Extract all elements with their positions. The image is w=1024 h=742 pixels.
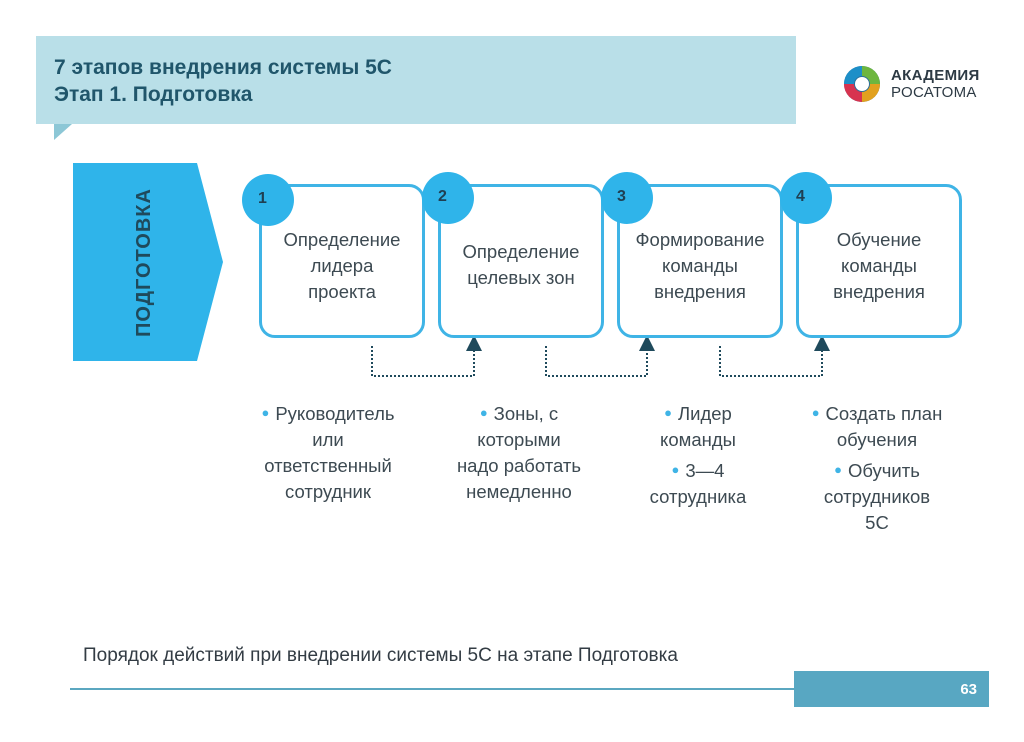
logo: АКАДЕМИЯ РОСАТОМА — [842, 64, 1002, 104]
step-title-line: Определение — [283, 229, 401, 250]
step-details-3: ●Лидер команды ●3—4 сотрудника — [608, 400, 788, 514]
bullet-dot-icon: ● — [479, 405, 488, 420]
rosatom-logo-icon — [844, 66, 880, 102]
stage-arrow-shape — [73, 163, 223, 361]
list-item: ●Лидер команды — [608, 400, 788, 453]
bullet-line: или — [312, 429, 344, 450]
step-details-4: ●Создать план обучения ●Обучить сотрудни… — [787, 400, 967, 540]
bullet-line: надо работать — [456, 455, 582, 476]
slide-caption: Порядок действий при внедрении системы 5… — [83, 645, 678, 666]
bullet-dot-icon: ● — [811, 405, 820, 420]
step-number-1: 1 — [242, 174, 294, 226]
list-item: ●Зоны, с которыми надо работать немедлен… — [429, 400, 609, 505]
bullet-dot-icon: ● — [664, 405, 672, 420]
step-number-2: 2 — [422, 172, 474, 224]
step-title-line: Обучение — [836, 229, 922, 250]
logo-text-line1: АКАДЕМИЯ — [891, 67, 980, 84]
page-title: 7 этапов внедрения системы 5С — [54, 56, 392, 79]
step-title-line: Формирование — [635, 229, 765, 250]
bullet-line: ●Создать план — [811, 403, 943, 424]
step-title-1: Определение лидера проекта — [262, 227, 422, 305]
page-number: 63 — [794, 671, 989, 707]
step-title-line: внедрения — [654, 281, 746, 302]
step-title-3: Формирование команды внедрения — [620, 227, 780, 305]
bullet-line: немедленно — [466, 481, 572, 502]
title-band-tab — [54, 124, 72, 140]
bullet-line: ●Руководитель — [261, 403, 395, 424]
bullet-dot-icon: ● — [671, 462, 680, 477]
step-title-line: проекта — [308, 281, 376, 302]
step-title-line: команды — [662, 255, 738, 276]
bullet-line: команды — [660, 429, 736, 450]
step-title-line: внедрения — [833, 281, 925, 302]
bullet-line: обучения — [836, 429, 918, 450]
step-number-4: 4 — [780, 172, 832, 224]
step-title-4: Обучение команды внедрения — [799, 227, 959, 305]
bullet-line: ●Обучить — [834, 460, 920, 481]
bullet-line: ●3—4 — [671, 460, 725, 481]
bullet-line: сотрудника — [649, 486, 747, 507]
step-title-2: Определение целевых зон — [441, 239, 601, 291]
bullet-line: ответственный — [264, 455, 392, 476]
step-title-line: лидера — [310, 255, 374, 276]
bullet-line: сотрудник — [285, 481, 371, 502]
connector-2-3 — [545, 335, 655, 377]
bullet-line: 5С — [865, 512, 889, 533]
list-item: ●Создать план обучения — [787, 400, 967, 453]
bullet-dot-icon: ● — [834, 462, 842, 477]
step-details-2: ●Зоны, с которыми надо работать немедлен… — [429, 400, 609, 509]
list-item: ●Руководитель или ответственный сотрудни… — [238, 400, 418, 505]
bullet-line: сотрудников — [823, 486, 931, 507]
page-subtitle: Этап 1. Подготовка — [54, 83, 253, 106]
logo-text-line2: РОСАТОМА — [891, 84, 977, 101]
connector-3-4 — [719, 335, 830, 377]
bullet-line: которыми — [477, 429, 561, 450]
step-title-line: Определение — [462, 241, 580, 262]
bullet-line: ●Лидер — [664, 403, 732, 424]
list-item: ●3—4 сотрудника — [608, 457, 788, 510]
title-band — [36, 36, 796, 124]
step-box-3: Формирование команды внедрения — [617, 184, 783, 338]
bullet-line: ●Зоны, с — [479, 403, 559, 424]
bullet-dot-icon: ● — [261, 405, 270, 420]
footer-divider — [70, 688, 794, 690]
stage-label: ПОДГОТОВКА — [84, 163, 204, 361]
connector-1-2 — [371, 335, 482, 377]
step-title-line: целевых зон — [467, 267, 575, 288]
step-title-line: команды — [841, 255, 917, 276]
step-details-1: ●Руководитель или ответственный сотрудни… — [238, 400, 418, 509]
step-number-3: 3 — [601, 172, 653, 224]
stage-label-text: ПОДГОТОВКА — [132, 187, 155, 337]
list-item: ●Обучить сотрудников 5С — [787, 457, 967, 536]
